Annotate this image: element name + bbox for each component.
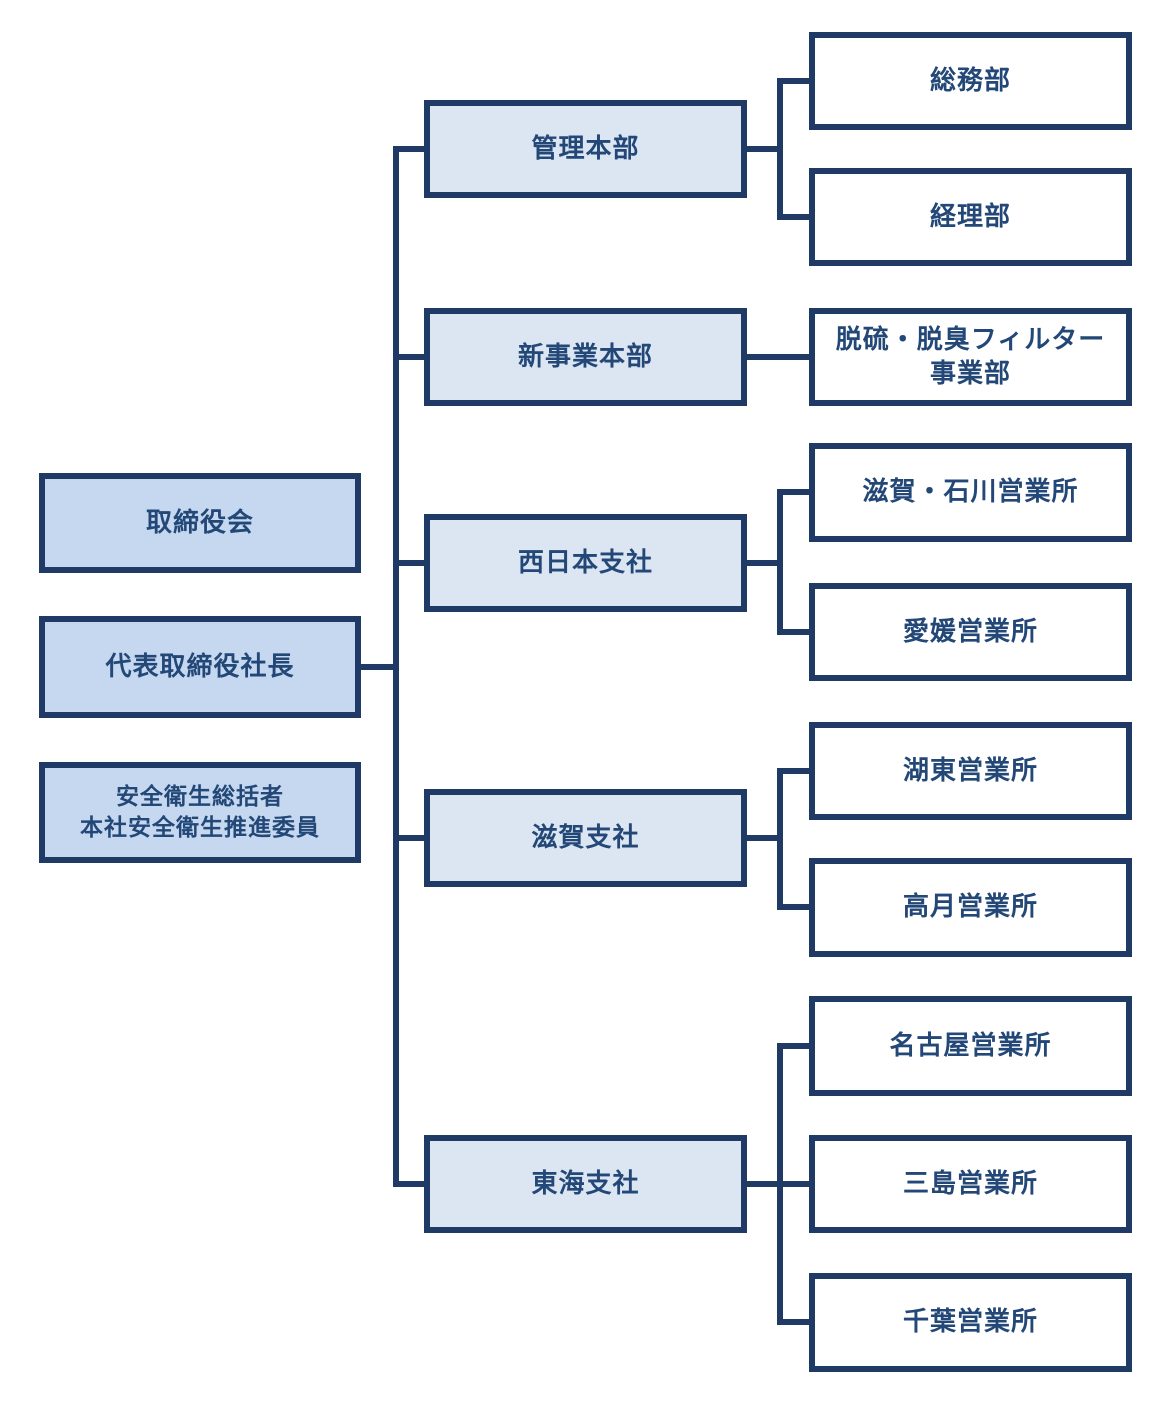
- connector-to-takatsuki-office: [777, 904, 811, 910]
- org-node-koto-office: 湖東営業所: [809, 722, 1132, 820]
- org-node-label: 愛媛営業所: [902, 616, 1038, 647]
- org-node-label-line1: 脱硫・脱臭フィルター: [835, 324, 1106, 355]
- connector-trunk-vertical: [393, 146, 399, 1187]
- org-node-label: 滋賀・石川営業所: [862, 477, 1079, 508]
- org-node-label: 新事業本部: [517, 341, 653, 372]
- org-node-label: 管理本部: [531, 133, 640, 164]
- connector-tokai-children-vertical: [777, 1043, 783, 1325]
- connector-to-general-affairs: [777, 78, 811, 84]
- org-node-label: 高月営業所: [902, 892, 1038, 923]
- org-node-label-line1: 安全衛生総括者: [116, 784, 284, 811]
- org-node-label: 滋賀支社: [531, 822, 640, 853]
- org-node-label-line2: 本社安全衛生推進委員: [80, 814, 320, 841]
- org-node-accounting-dept: 経理部: [809, 168, 1132, 266]
- org-node-label: 千葉営業所: [902, 1307, 1038, 1338]
- org-node-shiga-branch: 滋賀支社: [424, 789, 747, 887]
- connector-to-shiga-ishikawa-office: [777, 489, 811, 495]
- org-node-label: 東海支社: [531, 1168, 640, 1199]
- org-node-safety-supervisor: 安全衛生総括者 本社安全衛生推進委員: [39, 762, 361, 863]
- connector-west-japan-children-vertical: [777, 489, 783, 635]
- connector-to-filter-business: [745, 354, 811, 360]
- connector-trunk-to-admin-hq: [393, 146, 427, 152]
- org-node-label-line2: 事業部: [929, 359, 1011, 389]
- org-node-filter-business-dept: 脱硫・脱臭フィルター 事業部: [809, 308, 1132, 406]
- org-node-label: 三島営業所: [902, 1168, 1038, 1199]
- connector-trunk-to-tokai-branch: [393, 1181, 427, 1187]
- connector-trunk-to-shiga-branch: [393, 835, 427, 841]
- org-node-shiga-ishikawa-office: 滋賀・石川営業所: [809, 443, 1132, 542]
- connector-shiga-branch-stub: [745, 835, 783, 841]
- org-node-takatsuki-office: 高月営業所: [809, 858, 1132, 957]
- org-node-label: 名古屋営業所: [889, 1030, 1052, 1061]
- org-node-board-of-directors: 取締役会: [39, 473, 361, 573]
- org-node-label: 取締役会: [145, 507, 254, 538]
- connector-admin-hq-children-vertical: [777, 78, 783, 220]
- org-node-label: 経理部: [929, 201, 1011, 232]
- org-node-mishima-office: 三島営業所: [809, 1135, 1132, 1233]
- connector-to-chiba-office: [777, 1319, 811, 1325]
- org-node-general-affairs-dept: 総務部: [809, 32, 1132, 130]
- org-node-tokai-branch: 東海支社: [424, 1135, 747, 1233]
- org-node-label: 総務部: [929, 65, 1011, 96]
- connector-to-ehime-office: [777, 629, 811, 635]
- org-node-west-japan-branch: 西日本支社: [424, 514, 747, 612]
- connector-west-japan-stub: [745, 560, 783, 566]
- org-node-label: 湖東営業所: [902, 755, 1038, 786]
- org-node-president: 代表取締役社長: [39, 616, 361, 718]
- connector-to-nagoya-office: [777, 1043, 811, 1049]
- org-node-label: 代表取締役社長: [105, 651, 295, 682]
- connector-admin-hq-stub: [745, 146, 783, 152]
- org-node-admin-hq: 管理本部: [424, 100, 747, 198]
- connector-to-accounting: [777, 214, 811, 220]
- org-node-new-business-hq: 新事業本部: [424, 308, 747, 406]
- connector-shiga-branch-children-vertical: [777, 768, 783, 910]
- connector-trunk-to-new-business-hq: [393, 354, 427, 360]
- org-node-ehime-office: 愛媛営業所: [809, 583, 1132, 681]
- connector-trunk-to-west-japan-branch: [393, 560, 427, 566]
- connector-president-to-trunk: [358, 664, 396, 670]
- org-node-nagoya-office: 名古屋営業所: [809, 996, 1132, 1096]
- org-node-label: 西日本支社: [517, 547, 653, 578]
- connector-to-koto-office: [777, 768, 811, 774]
- org-node-chiba-office: 千葉営業所: [809, 1273, 1132, 1372]
